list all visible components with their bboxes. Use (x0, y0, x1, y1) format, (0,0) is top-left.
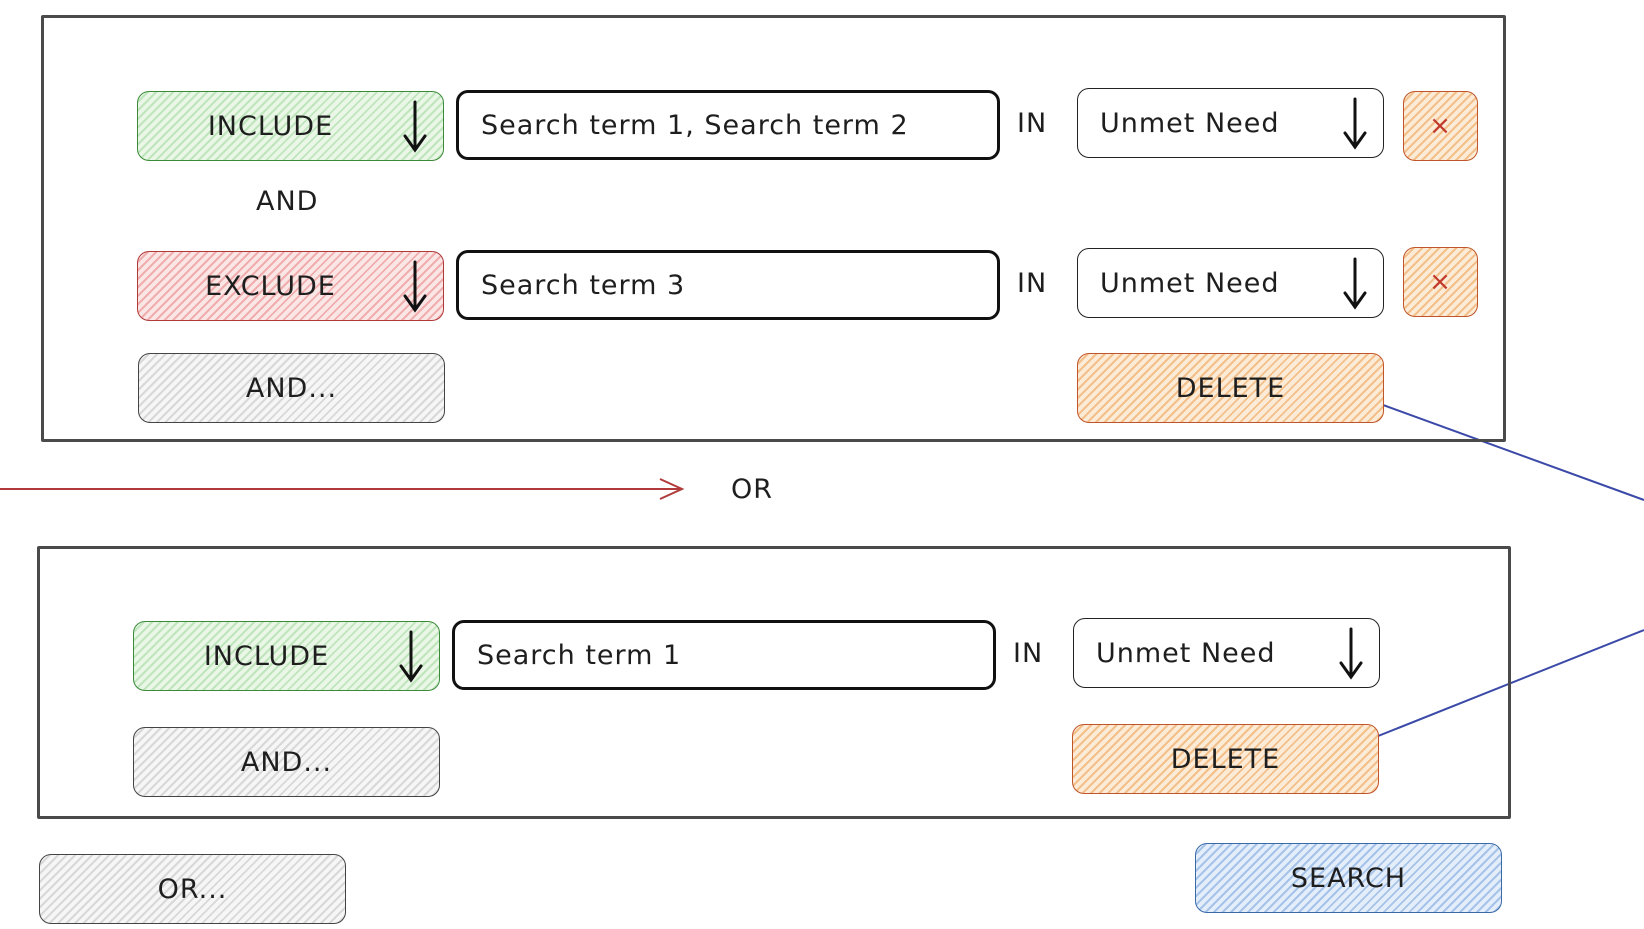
query-group-2 (37, 546, 1511, 819)
include-label: INCLUDE (203, 640, 330, 672)
field-value: Unmet Need (1096, 637, 1276, 669)
and-joiner-label: AND (256, 186, 319, 217)
include-dropdown[interactable]: INCLUDE (137, 91, 444, 161)
exclude-label: EXCLUDE (205, 270, 336, 302)
add-and-condition-button[interactable]: AND... (133, 727, 440, 797)
or-separator-label: OR (731, 474, 774, 505)
chevron-down-icon (403, 260, 427, 313)
add-or-group-button[interactable]: OR... (39, 854, 346, 924)
chevron-down-icon (399, 630, 423, 683)
remove-row-button[interactable]: × (1403, 91, 1478, 161)
add-and-label: AND... (240, 746, 333, 778)
add-and-label: AND... (245, 372, 338, 404)
close-icon: × (1429, 267, 1452, 297)
close-icon: × (1429, 111, 1452, 141)
in-label: IN (1017, 108, 1048, 139)
delete-group-button[interactable]: DELETE (1072, 724, 1379, 794)
remove-row-button[interactable]: × (1403, 247, 1478, 317)
field-dropdown[interactable]: Unmet Need (1073, 618, 1380, 688)
delete-group-button[interactable]: DELETE (1077, 353, 1384, 423)
search-term-input[interactable]: Search term 1, Search term 2 (456, 90, 1000, 160)
in-label: IN (1017, 268, 1048, 299)
chevron-down-icon (403, 100, 427, 153)
or-connector-arrow (0, 478, 685, 500)
exclude-dropdown[interactable]: EXCLUDE (137, 251, 444, 321)
search-term-input[interactable]: Search term 1 (452, 620, 996, 690)
delete-label: DELETE (1175, 372, 1286, 404)
include-dropdown[interactable]: INCLUDE (133, 621, 440, 691)
in-label: IN (1013, 638, 1044, 669)
search-term-value: Search term 3 (481, 269, 686, 301)
delete-label: DELETE (1170, 743, 1281, 775)
add-or-label: OR... (157, 873, 228, 905)
field-value: Unmet Need (1100, 267, 1280, 299)
search-term-input[interactable]: Search term 3 (456, 250, 1000, 320)
query-group-1 (41, 15, 1506, 442)
field-value: Unmet Need (1100, 107, 1280, 139)
field-dropdown[interactable]: Unmet Need (1077, 248, 1384, 318)
chevron-down-icon (1339, 627, 1363, 680)
search-term-value: Search term 1 (477, 639, 682, 671)
search-button[interactable]: SEARCH (1195, 843, 1502, 913)
search-term-value: Search term 1, Search term 2 (481, 109, 909, 141)
chevron-down-icon (1343, 257, 1367, 310)
field-dropdown[interactable]: Unmet Need (1077, 88, 1384, 158)
search-label: SEARCH (1290, 862, 1407, 894)
chevron-down-icon (1343, 97, 1367, 150)
add-and-condition-button[interactable]: AND... (138, 353, 445, 423)
include-label: INCLUDE (207, 110, 334, 142)
